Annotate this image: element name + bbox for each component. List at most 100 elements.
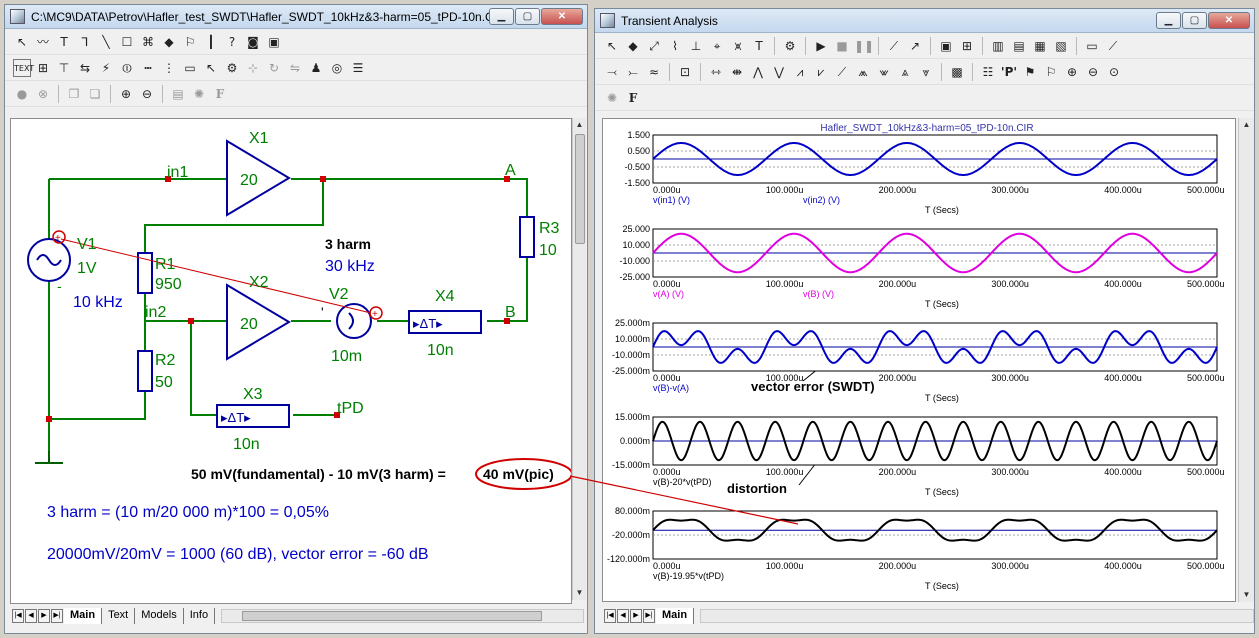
library-icon[interactable]: ▩ <box>951 64 963 79</box>
peak-icon[interactable]: ⋀ <box>753 64 763 79</box>
zoom-in-icon[interactable]: ⊕ <box>120 86 132 101</box>
camera-icon[interactable]: ◙ <box>247 34 259 49</box>
p-key-icon[interactable]: 'P' <box>1000 64 1018 79</box>
settings-icon[interactable]: ✺ <box>193 86 205 101</box>
scroll-up-icon[interactable]: ▲ <box>1242 120 1251 129</box>
properties-icon[interactable]: ⚙ <box>226 60 238 75</box>
find-icon[interactable]: ♟ <box>310 60 322 75</box>
paste-icon[interactable]: ❏ <box>89 86 101 101</box>
fit-icon[interactable]: ⊡ <box>679 64 691 79</box>
tab-info[interactable]: Info <box>184 608 216 624</box>
scroll-down-icon[interactable]: ▼ <box>575 588 584 597</box>
tag-left-icon[interactable]: ⚑ <box>1024 64 1036 79</box>
diagonal-wire-icon[interactable]: ╲ <box>102 34 110 49</box>
notes-icon[interactable]: ☰ <box>352 60 364 75</box>
high-icon[interactable]: ⩘ <box>796 64 804 79</box>
text-tool-icon[interactable]: T <box>755 38 763 53</box>
tab-main[interactable]: Main <box>64 608 103 624</box>
shapes-icon[interactable]: ◆ <box>628 38 638 53</box>
transient-vertical-scrollbar[interactable]: ▲ ▼ <box>1238 118 1254 602</box>
prev-point-icon[interactable]: ⇼ <box>731 64 743 79</box>
plot-layout-2-icon[interactable]: ▤ <box>1013 38 1025 53</box>
cursor-icon[interactable]: ↖ <box>205 60 217 75</box>
zoom-out-icon[interactable]: ⊖ <box>141 86 153 101</box>
last-tab-icon[interactable]: ▶| <box>643 609 655 623</box>
tab-text[interactable]: Text <box>102 608 136 624</box>
plot-layout-3-icon[interactable]: ▦ <box>1034 38 1046 53</box>
slope-icon[interactable]: ⟋ <box>1108 38 1118 53</box>
transient-plot-canvas[interactable]: Hafler_SWDT_10kHz&3-harm=05_tPD-10n.CIR … <box>602 118 1236 602</box>
align-icon[interactable]: ⊹ <box>247 60 259 75</box>
next-point-icon[interactable]: ⇿ <box>710 64 722 79</box>
grid-icon[interactable]: ⋮ <box>163 60 175 75</box>
package-icon[interactable]: ▣ <box>268 34 280 49</box>
flag-icon[interactable]: ⚐ <box>184 34 196 49</box>
rotate-icon[interactable]: ↻ <box>268 60 280 75</box>
cursor-left-icon[interactable]: ⤙ <box>607 64 617 79</box>
wire-ortho-icon[interactable]: ⅂ <box>81 34 89 49</box>
select-arrow-icon[interactable]: ↖ <box>606 38 618 53</box>
cursor-right-icon[interactable]: ⤚ <box>628 64 638 79</box>
close-button[interactable]: ✕ <box>541 8 583 25</box>
zoom-fit-icon[interactable]: ⊙ <box>1108 64 1120 79</box>
transient-titlebar[interactable]: Transient Analysis ▁ ▢ ✕ <box>595 9 1254 33</box>
binoculars-icon[interactable]: ◎ <box>331 60 343 75</box>
prev-tab-icon[interactable]: ◀ <box>617 609 629 623</box>
current-icon[interactable]: ⇆ <box>79 60 91 75</box>
dots-icon[interactable]: ┅ <box>144 60 152 75</box>
valley-icon[interactable]: ⋁ <box>774 64 784 79</box>
table-icon[interactable]: ☷ <box>982 64 994 79</box>
on-off-icon[interactable]: ⏼ <box>122 60 132 75</box>
schematic-canvas[interactable]: + + <box>10 118 573 604</box>
marker-icon[interactable]: ⌖ <box>713 38 721 53</box>
line-icon[interactable]: ⟋ <box>889 38 899 53</box>
transient-close-button[interactable]: ✕ <box>1208 12 1250 29</box>
cancel-icon[interactable]: ⊗ <box>37 86 49 101</box>
first-tab-icon[interactable]: |◀ <box>604 609 616 623</box>
scroll-up-icon[interactable]: ▲ <box>575 120 584 129</box>
grid-icon[interactable]: ⊞ <box>961 38 973 53</box>
schematic-vertical-scrollbar[interactable]: ▲ ▼ <box>572 118 586 600</box>
run-icon[interactable]: ▶ <box>816 38 826 53</box>
text-tool-icon[interactable]: T <box>60 34 68 49</box>
first-tab-icon[interactable]: |◀ <box>12 609 24 623</box>
settings-icon[interactable]: ✺ <box>606 90 618 105</box>
box-icon[interactable]: ▣ <box>940 38 952 53</box>
zoom-in-icon[interactable]: ⊕ <box>1066 64 1078 79</box>
transient-maximize-button[interactable]: ▢ <box>1182 12 1207 29</box>
copy-icon[interactable]: ❐ <box>68 86 80 101</box>
wave-icon[interactable]: ≈ <box>648 64 660 79</box>
low-icon[interactable]: ⩗ <box>817 64 825 79</box>
tab-main[interactable]: Main <box>656 608 695 624</box>
arrow-line-icon[interactable]: ↗ <box>909 38 921 53</box>
power-icon[interactable]: ⚡ <box>101 60 111 75</box>
scope-icon[interactable]: ⌇ <box>672 38 678 53</box>
pause-icon[interactable]: ❚❚ <box>854 38 875 53</box>
scroll-thumb[interactable] <box>575 134 585 244</box>
bottom-icon[interactable]: ⩔ <box>922 64 930 79</box>
text-toggle-icon[interactable]: TEXT <box>13 58 34 77</box>
tag-right-icon[interactable]: ⚐ <box>1045 64 1057 79</box>
info-icon[interactable]: ☐ <box>121 34 133 49</box>
lock-icon[interactable]: ▤ <box>172 86 184 101</box>
stop-icon[interactable]: ● <box>16 86 28 101</box>
node-voltages-icon[interactable]: ⊤ <box>58 60 70 75</box>
component-icon[interactable]: ⌘ <box>142 34 154 49</box>
shapes-dropdown-icon[interactable]: ◆ <box>164 34 174 49</box>
stop-icon[interactable]: ■ <box>836 38 848 53</box>
scale-icon[interactable]: ⤢ <box>649 38 659 53</box>
flip-icon[interactable]: ⇋ <box>289 60 301 75</box>
transient-minimize-button[interactable]: ▁ <box>1156 12 1181 29</box>
last-tab-icon[interactable]: ▶| <box>51 609 63 623</box>
peak-icon[interactable]: ⩙ <box>734 38 742 53</box>
next-tab-icon[interactable]: ▶ <box>38 609 50 623</box>
inflection-icon[interactable]: ⟋ <box>837 64 847 79</box>
node-names-icon[interactable]: ⊞ <box>37 60 49 75</box>
tab-models[interactable]: Models <box>135 608 184 624</box>
page-icon[interactable]: ▭ <box>184 60 196 75</box>
help-icon[interactable]: ? <box>228 34 236 49</box>
global-high-icon[interactable]: ⩕ <box>858 64 868 79</box>
function-icon[interactable]: F <box>215 86 225 101</box>
zoom-out-icon[interactable]: ⊖ <box>1087 64 1099 79</box>
cursor-icon[interactable]: ⊥ <box>690 38 702 53</box>
